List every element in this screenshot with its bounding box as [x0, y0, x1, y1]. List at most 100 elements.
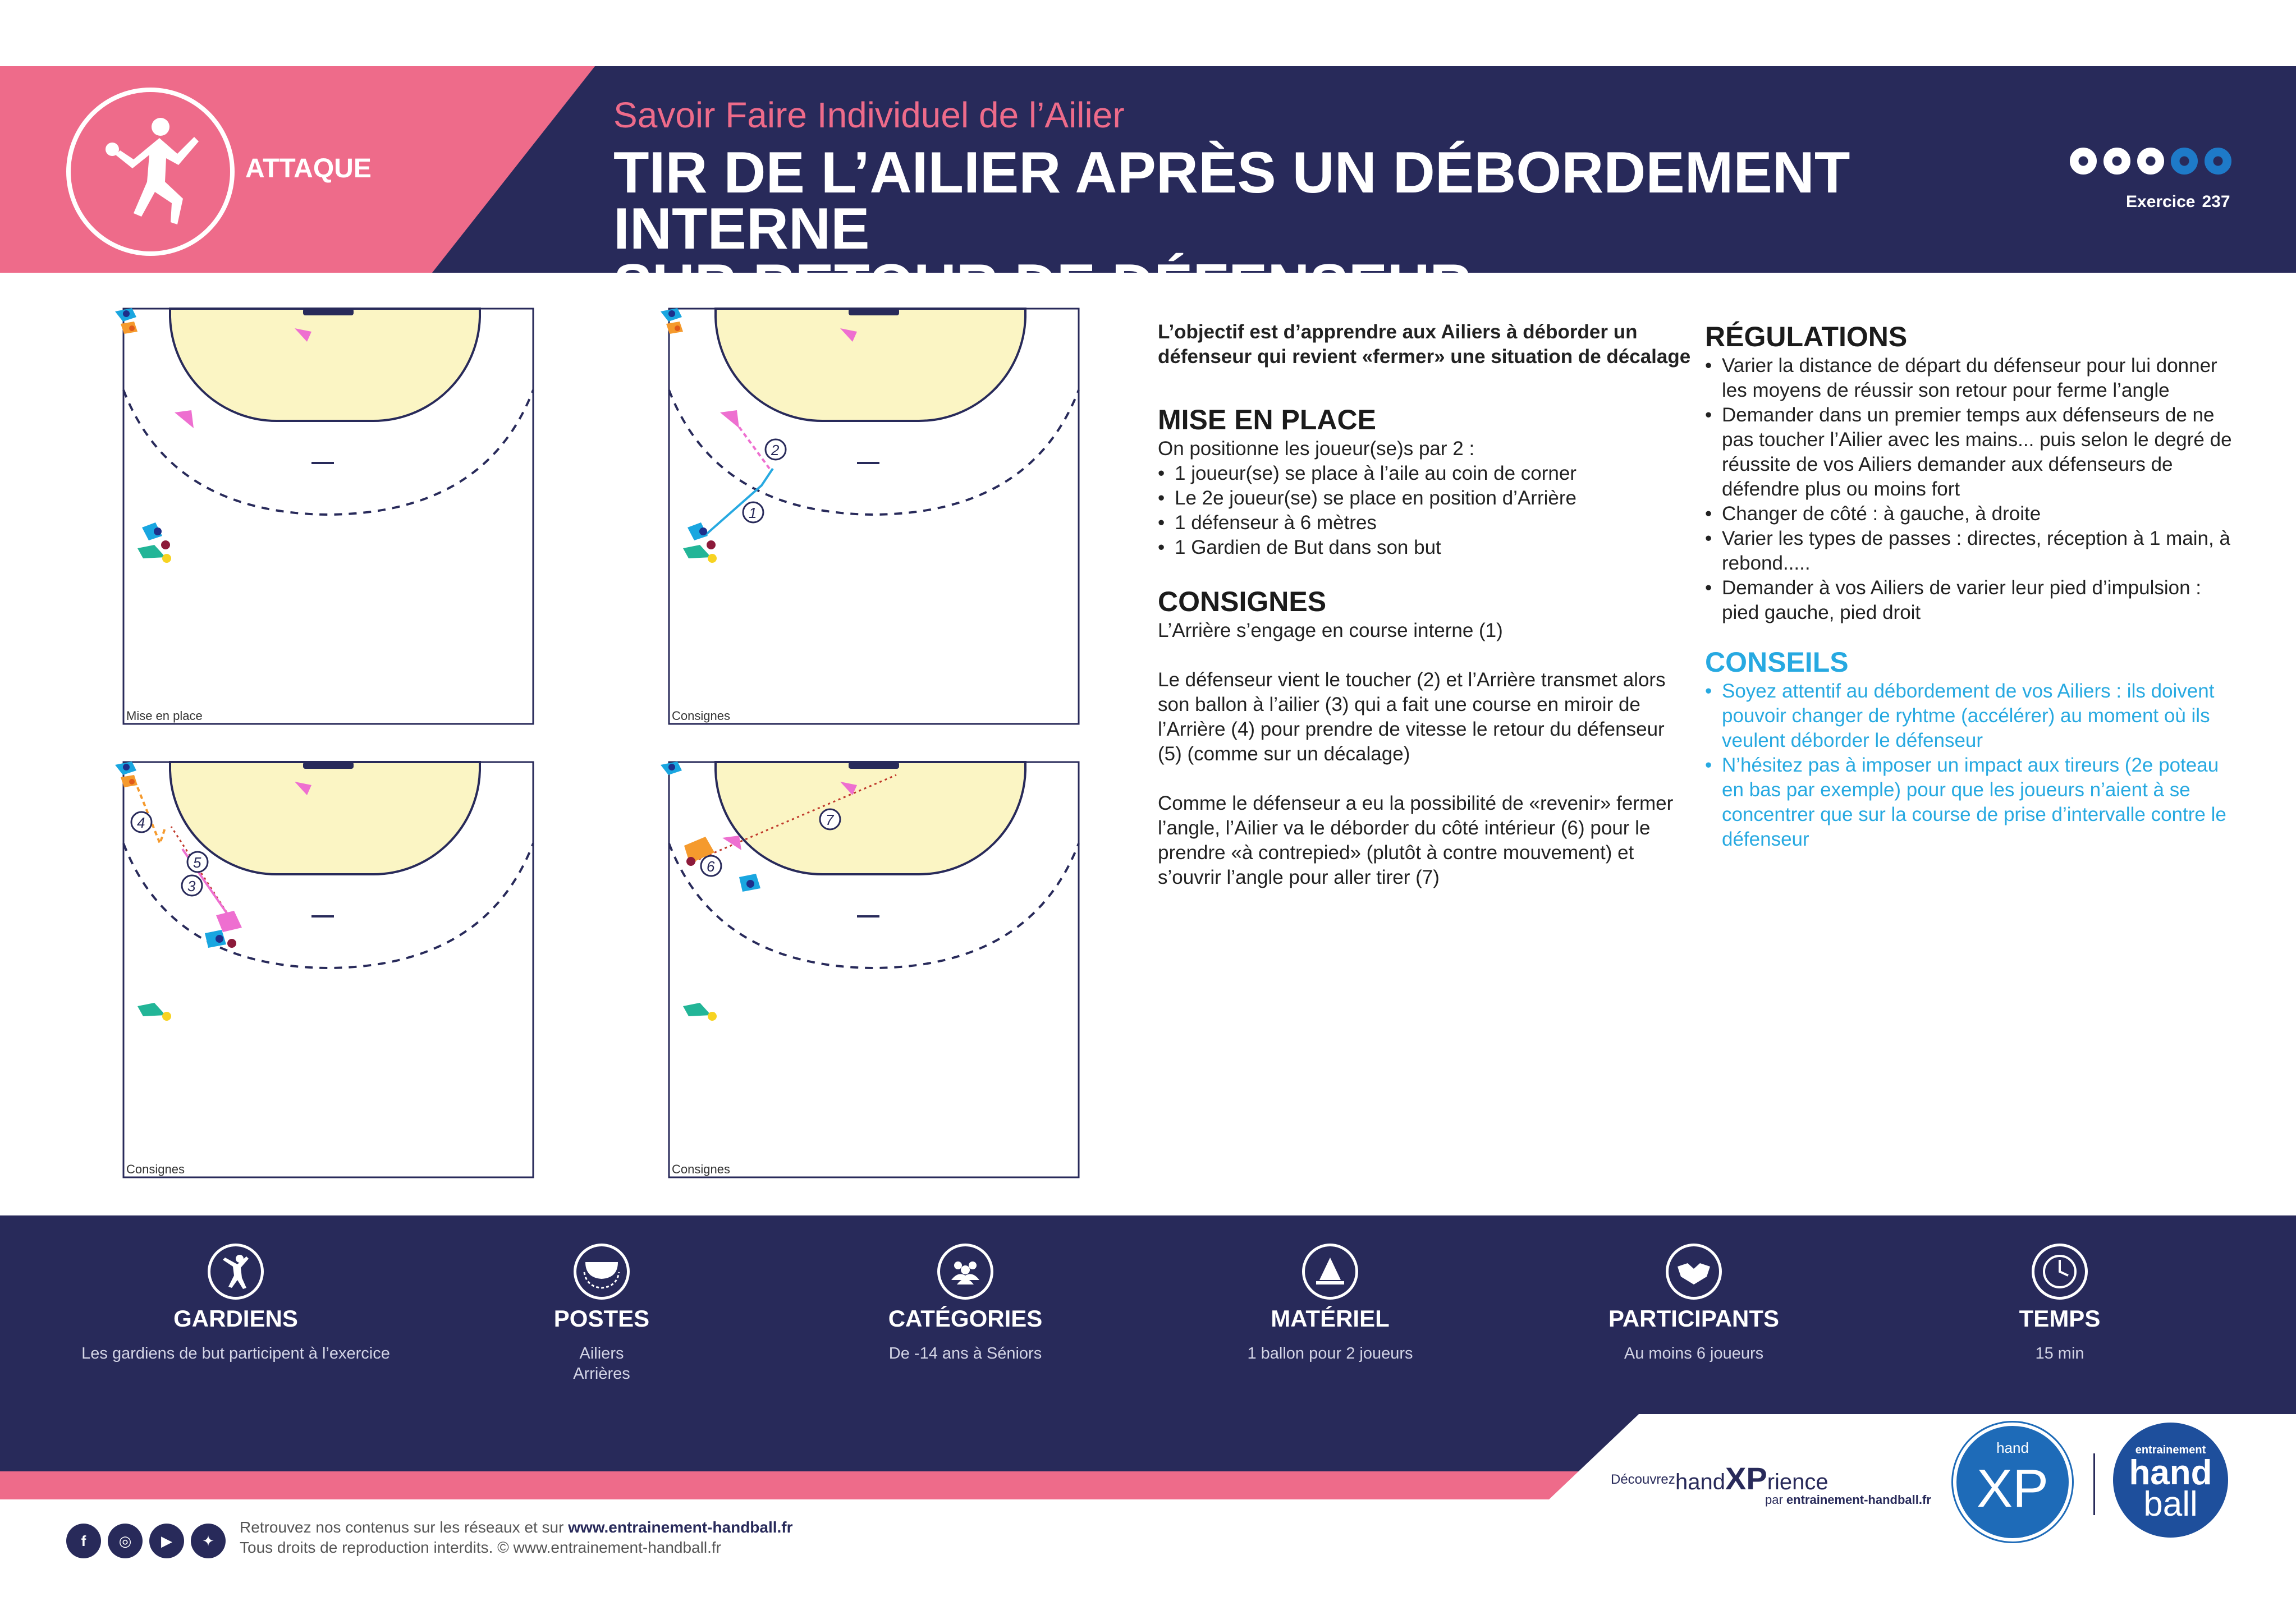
list-item: Le 2e joueur(se) se place en position d’…: [1158, 486, 1691, 511]
handxp-logo[interactable]: hand XP: [1953, 1423, 2072, 1542]
par-site-text: par entrainement-handball.fr: [1765, 1493, 1931, 1507]
handball-player-icon: [106, 118, 199, 224]
diagram-label: Consignes: [126, 1162, 185, 1176]
footer-line-2: Tous droits de reproduction interdits. ©…: [240, 1539, 721, 1556]
info-value: Les gardiens de but participent à l’exer…: [81, 1345, 390, 1362]
court-diagram-consignes-2: 4 5 3 Consignes: [104, 754, 547, 1186]
consignes-paragraph: Comme le défenseur a eu la possibilité d…: [1158, 792, 1674, 888]
defender-2: [175, 410, 194, 428]
ball-level-icon: [2137, 148, 2164, 175]
twitter-icon[interactable]: ✦: [191, 1524, 226, 1558]
description-column: L’objectif est d’apprendre aux Ailiers à…: [1158, 320, 1691, 890]
header: ATTAQUE Savoir Faire Individuel de l’Ail…: [0, 66, 2296, 314]
step-number: 5: [193, 854, 201, 871]
exercise-number: Exercice 237: [2126, 192, 2230, 212]
footer-copyright: Retrouvez nos contenus sur les réseaux e…: [240, 1517, 793, 1558]
ball-level-icon: [2103, 148, 2130, 175]
step-number: 3: [187, 878, 196, 894]
ball-level-icon: [2205, 148, 2231, 175]
list-item: Demander dans un premier temps aux défen…: [1705, 403, 2238, 502]
mise-en-place-list: 1 joueur(se) se place à l’aile au coin d…: [1158, 461, 1691, 560]
info-label: MATÉRIEL: [1271, 1305, 1390, 1332]
youtube-icon[interactable]: ▶: [149, 1524, 184, 1558]
conseils-list: Soyez attentif au débordement de vos Ail…: [1705, 679, 2238, 852]
mise-en-place-lead: On positionne les joueur(se)s par 2 :: [1158, 438, 1475, 460]
court-diagram-consignes-1: 2 1 Consignes: [649, 300, 1093, 732]
step-number: 7: [826, 811, 835, 828]
diagram-label: Consignes: [672, 1162, 730, 1176]
social-links: f ◎ ▶ ✦: [66, 1524, 226, 1558]
list-item: 1 défenseur à 6 mètres: [1158, 511, 1691, 535]
list-item: Changer de côté : à gauche, à droite: [1705, 502, 2238, 526]
court-svg: 2 1: [661, 308, 1080, 725]
consignes-paragraph: L’Arrière s’engage en course interne (1): [1158, 620, 1503, 641]
conseils-heading: CONSEILS: [1705, 646, 1849, 678]
title-line-1: TIR DE L’AILIER APRÈS UN DÉBORDEMENT INT…: [613, 140, 1850, 262]
defender: [295, 328, 311, 342]
exercise-title: TIR DE L’AILIER APRÈS UN DÉBORDEMENT INT…: [613, 140, 2017, 318]
list-item: Soyez attentif au débordement de vos Ail…: [1705, 679, 2238, 753]
step-number: 2: [771, 442, 780, 458]
court-svg: 4 5 3: [115, 761, 534, 1178]
consignes-paragraph: Le défenseur vient le toucher (2) et l’A…: [1158, 669, 1666, 765]
exercise-number-value: 237: [2202, 192, 2230, 211]
exercise-subtitle: Savoir Faire Individuel de l’Ailier: [613, 95, 1125, 135]
pink-strip: [0, 1471, 1605, 1499]
header-category-panel: ATTAQUE: [0, 66, 595, 273]
list-item: N’hésitez pas à imposer un impact aux ti…: [1705, 753, 2238, 852]
ball-level-icon: [2070, 148, 2097, 175]
court-svg: 7 6: [661, 761, 1080, 1178]
site-link[interactable]: www.entrainement-handball.fr: [568, 1519, 793, 1536]
info-label: TEMPS: [2019, 1305, 2101, 1332]
decouvrez-text: Découvrez: [1611, 1472, 1675, 1487]
info-label: PARTICIPANTS: [1608, 1305, 1780, 1332]
player-arriere-2: [142, 522, 162, 540]
court-diagram-mise-en-place: Mise en place: [104, 300, 547, 732]
info-label: CATÉGORIES: [888, 1305, 1043, 1332]
difficulty-level: [2070, 148, 2231, 175]
logo-separator: [2093, 1453, 2095, 1515]
step-number: 1: [749, 504, 757, 521]
list-item: Demander à vos Ailiers de varier leur pi…: [1705, 576, 2238, 625]
info-value: Au moins 6 joueurs: [1624, 1345, 1764, 1362]
info-value: De -14 ans à Séniors: [888, 1345, 1042, 1362]
player-goalkeeper: [138, 545, 166, 558]
player-arriere: [121, 322, 138, 334]
ball-level-icon: [2171, 148, 2198, 175]
list-item: Varier les types de passes : directes, r…: [1705, 526, 2238, 576]
handxprience-wordmark[interactable]: handXPrience: [1675, 1461, 1828, 1496]
handshake-icon: [1666, 1244, 1722, 1300]
entrainement-handball-logo[interactable]: entrainement hand ball: [2113, 1423, 2228, 1538]
cone-icon: [1302, 1244, 1358, 1300]
info-label: POSTES: [553, 1305, 650, 1332]
attack-player-logo: [66, 88, 235, 256]
instagram-icon[interactable]: ◎: [108, 1524, 143, 1558]
facebook-icon[interactable]: f: [66, 1524, 101, 1558]
goalkeeper-icon: [208, 1244, 264, 1300]
regulations-heading: RÉGULATIONS: [1705, 321, 1908, 352]
mise-en-place-heading: MISE EN PLACE: [1158, 404, 1376, 435]
list-item: 1 Gardien de But dans son but: [1158, 535, 1691, 560]
footer-line-1: Retrouvez nos contenus sur les réseaux e…: [240, 1519, 793, 1536]
regulations-list: Varier la distance de départ du défenseu…: [1705, 354, 2238, 625]
info-label: GARDIENS: [173, 1305, 298, 1332]
title-line-2: SUR RETOUR DE DÉFENSEUR: [613, 253, 1472, 318]
court-svg: [115, 308, 534, 725]
diagram-label: Mise en place: [126, 709, 203, 723]
list-item: 1 joueur(se) se place à l’aile au coin d…: [1158, 461, 1691, 486]
diagram-label: Consignes: [672, 709, 730, 723]
step-number: 4: [137, 814, 145, 831]
court-diagram-consignes-3: 7 6 Consignes: [649, 754, 1093, 1186]
court-zone-icon: [574, 1244, 630, 1300]
objective-text: L’objectif est d’apprendre aux Ailiers à…: [1158, 321, 1691, 368]
category-label: ATTAQUE: [245, 154, 372, 183]
step-number: 6: [707, 858, 715, 875]
clock-icon: [2032, 1244, 2088, 1300]
group-icon: [937, 1244, 993, 1300]
consignes-heading: CONSIGNES: [1158, 586, 1327, 617]
tips-column: RÉGULATIONS Varier la distance de départ…: [1705, 320, 2238, 852]
list-item: Varier la distance de départ du défenseu…: [1705, 354, 2238, 403]
info-value: 15 min: [2035, 1345, 2084, 1362]
exercise-label: Exercice: [2126, 192, 2196, 211]
